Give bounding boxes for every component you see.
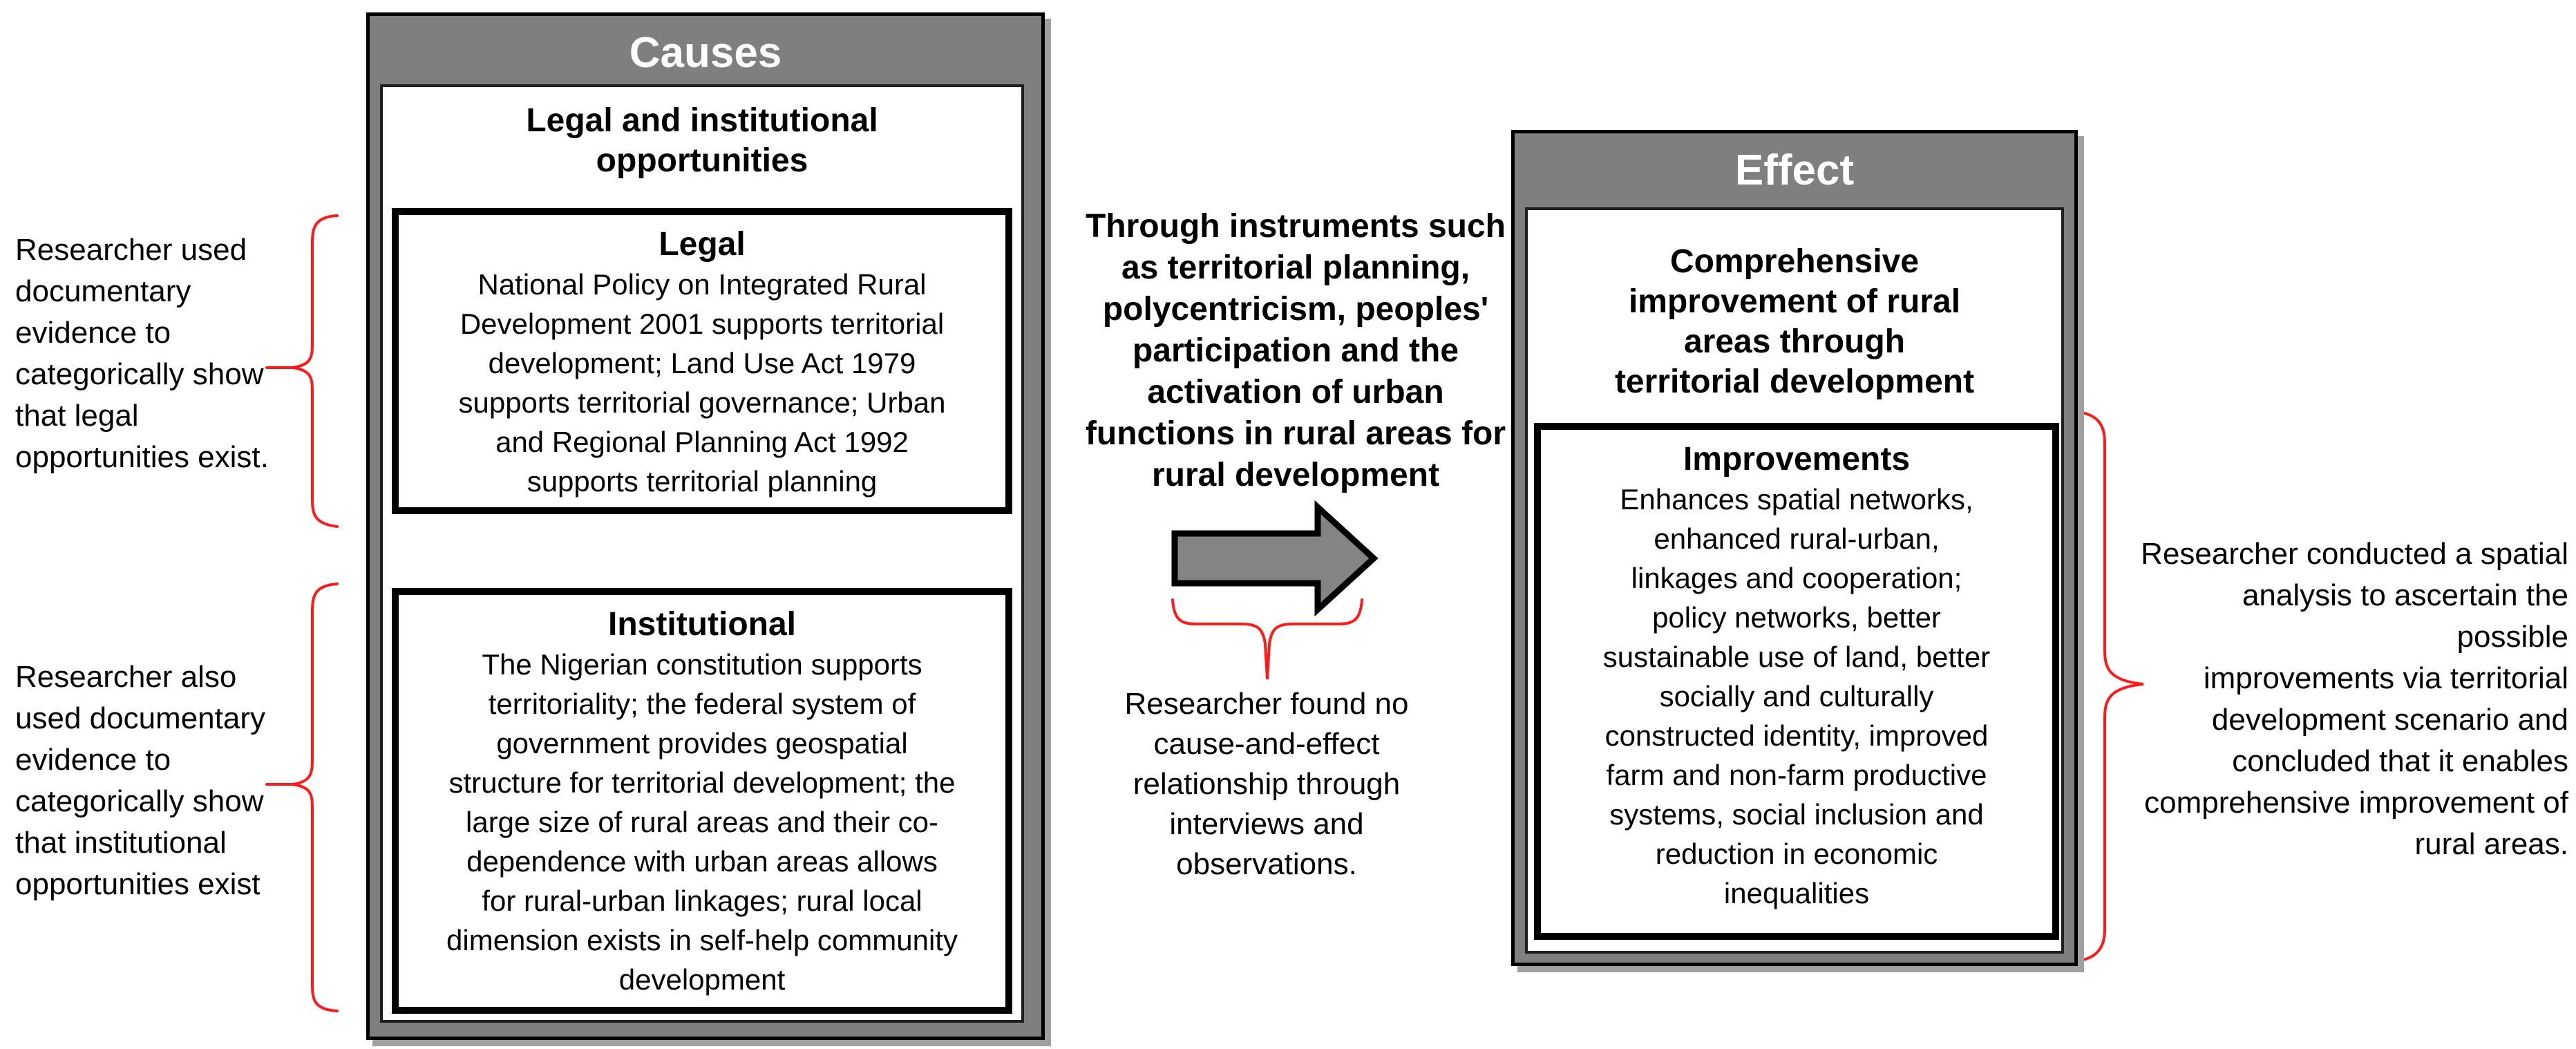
legal-box-title: Legal (659, 226, 746, 263)
causes-panel-title: Legal and institutional opportunities (526, 102, 878, 179)
causes-box: Causes Legal and institutional opportuni… (366, 12, 1045, 1040)
institutional-box-title: Institutional (608, 606, 796, 643)
effect-panel: Comprehensive improvement of rural areas… (1525, 207, 2064, 954)
effect-header: Effect (1734, 147, 1855, 194)
improvements-box-title: Improvements (1683, 441, 1911, 478)
causes-panel: Legal and institutional opportunities Le… (380, 84, 1024, 1023)
legal-box-body: National Policy on Integrated Rural Deve… (458, 268, 946, 498)
institutional-box: Institutional The Nigerian constitution … (392, 588, 1012, 1014)
cause-effect-right-arrow-icon (1171, 500, 1379, 617)
institutional-box-body: The Nigerian constitution supports terri… (446, 648, 958, 996)
improvements-box-body: Enhances spatial networks, enhanced rura… (1602, 483, 1991, 909)
causes-header: Causes (629, 29, 782, 77)
spatial-analysis-note: Researcher conducted a spatial analysis … (2141, 537, 2568, 861)
legal-box: Legal National Policy on Integrated Rura… (392, 208, 1012, 514)
institutional-note-brace-icon (292, 583, 339, 1012)
no-causality-note: Researcher found no cause-and-effect rel… (1124, 687, 1409, 881)
legal-evidence-note: Researcher used documentary evidence to … (15, 233, 269, 474)
legal-note-brace-icon (292, 214, 339, 528)
effect-box: Effect Comprehensive improvement of rura… (1511, 130, 2078, 966)
instruments-statement: Through instruments such as territorial … (1085, 208, 1506, 493)
improvements-box: Improvements Enhances spatial networks, … (1534, 423, 2059, 940)
institutional-evidence-note: Researcher also used documentary evidenc… (15, 660, 265, 901)
no-causality-underbrace-icon (1171, 598, 1363, 680)
effect-panel-title: Comprehensive improvement of rural areas… (1614, 243, 1975, 400)
